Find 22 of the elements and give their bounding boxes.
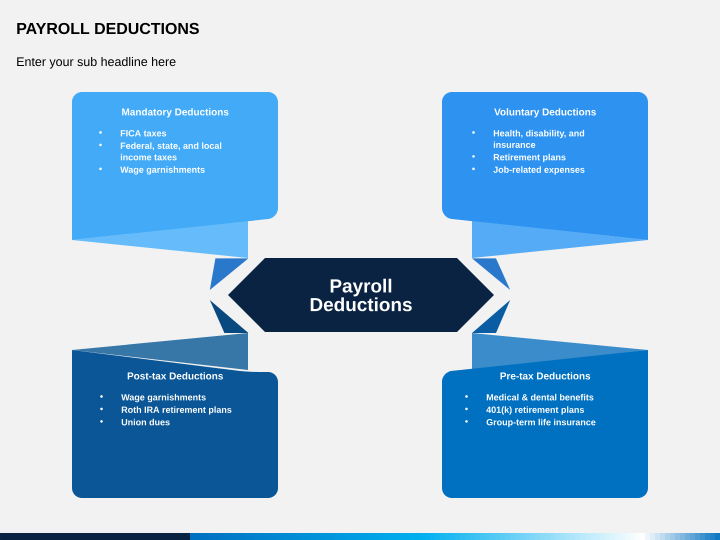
callout-box — [72, 92, 278, 290]
bullet-item: Wage garnishments — [100, 394, 206, 402]
bullet-item: Health, disability, and insurance — [472, 130, 584, 148]
box-heading: Mandatory Deductions — [122, 108, 228, 118]
bullet-item: Retirement plans — [472, 154, 566, 162]
bullet-item: Medical & dental benefits — [465, 394, 594, 400]
bullet-item: Federal, state, and local income taxes — [99, 142, 222, 160]
bullet-item: Wage garnishments — [99, 166, 205, 175]
bullet-item: 401(k) retirement plans — [465, 406, 584, 415]
box-heading: Voluntary Deductions — [494, 108, 596, 118]
slide-title: PAYROLL DEDUCTIONS — [17, 22, 199, 34]
bullet-item: Roth IRA retirement plans — [100, 406, 232, 415]
bullet-item: Group-term life insurance — [465, 418, 596, 428]
callout-box — [72, 300, 278, 498]
callout-box — [442, 300, 648, 498]
bullet-item: FICA taxes — [99, 130, 166, 136]
subtitle: Enter your sub headline here — [17, 56, 176, 69]
callout-box — [442, 92, 648, 290]
bullet-item: Union dues — [100, 418, 170, 426]
bullet-item: Job-related expenses — [472, 166, 585, 175]
box-heading: Post-tax Deductions — [128, 372, 223, 380]
box-heading: Pre-tax Deductions — [500, 372, 590, 380]
